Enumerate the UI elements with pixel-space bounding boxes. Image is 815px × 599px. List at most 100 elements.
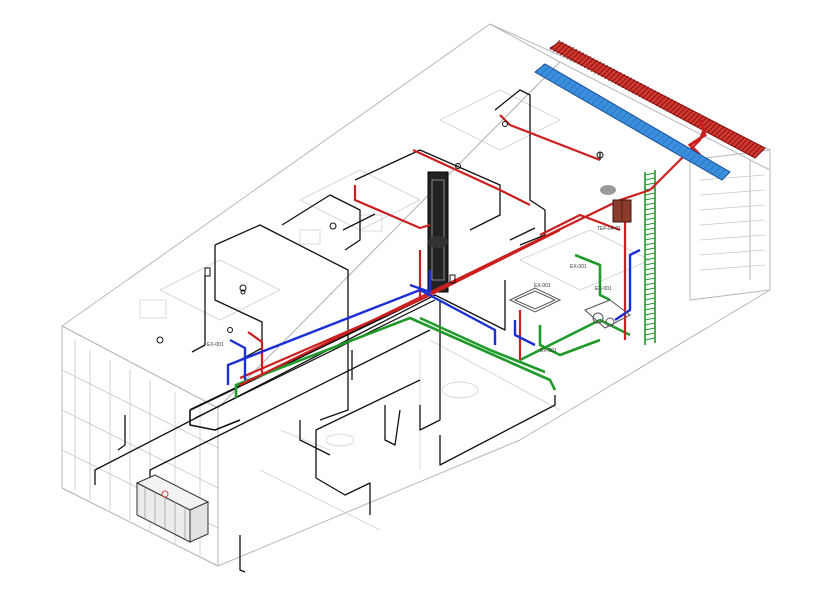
ladder-rung xyxy=(644,322,656,326)
cold-duct-rib xyxy=(591,96,600,105)
roof-hot-duct-drop xyxy=(687,119,707,157)
ladder-rung xyxy=(644,242,656,246)
drain-stub-1 xyxy=(342,213,376,231)
duct-rib xyxy=(559,45,571,56)
duct-rib xyxy=(553,41,564,53)
drain-lower-branch-6 xyxy=(384,405,401,446)
heater-box xyxy=(135,474,210,543)
hot-water-upper-branch-2 xyxy=(499,114,601,162)
small-fixtures xyxy=(156,121,604,344)
gas-branch-right xyxy=(519,318,631,362)
cold-duct-rib xyxy=(596,98,605,108)
duct-rib xyxy=(710,124,721,135)
duct-rib xyxy=(614,73,626,85)
ladder-rung xyxy=(644,227,656,231)
duct-rib xyxy=(594,63,605,74)
drain-stub-2 xyxy=(509,227,536,241)
duct-rib xyxy=(635,84,646,96)
cold-duct-rib xyxy=(577,88,587,97)
duct-rib xyxy=(580,55,592,67)
cold-duct-rib xyxy=(684,150,693,159)
cold-duct-rib xyxy=(605,104,614,113)
drain-main-riser xyxy=(189,410,241,431)
gas-branch-up xyxy=(574,253,611,302)
cold-duct-rib xyxy=(545,69,554,78)
ladder-rung xyxy=(644,272,656,276)
small-tags: EX-001 EX-001 EX-001 EX-001 EX-001 xyxy=(207,264,612,354)
duct-rib xyxy=(693,115,704,126)
drain-upper-outline-3 xyxy=(354,149,501,231)
drain-upper-outline-1 xyxy=(494,89,546,246)
cold-duct-rib xyxy=(712,166,721,175)
duct-rib xyxy=(563,46,574,58)
cold-water-main xyxy=(226,288,497,385)
duct-rib xyxy=(624,79,636,90)
drain-bottom-vertical xyxy=(239,535,246,573)
duct-rib xyxy=(648,91,660,103)
duct-rib xyxy=(751,145,762,157)
drain-room-outline-2 xyxy=(214,224,349,421)
ladder-rungs xyxy=(644,172,656,341)
equipment-tag: TEF-04-01 xyxy=(597,226,621,232)
cold-duct-rib xyxy=(675,144,684,154)
duct-rib xyxy=(720,129,732,141)
drain-lower-branch-4 xyxy=(315,379,421,515)
hot-water-upper-branch-3 xyxy=(412,149,531,206)
cold-duct-rib xyxy=(638,123,647,132)
duct-rib xyxy=(638,86,650,98)
cold-duct-rib xyxy=(624,115,633,124)
ladder-rung xyxy=(644,182,656,186)
duct-rib xyxy=(734,136,745,148)
ladder-rung xyxy=(644,267,656,271)
duct-rib xyxy=(689,113,701,125)
duct-rib xyxy=(741,140,752,152)
cold-water-branch-1 xyxy=(409,270,432,294)
duct-rib xyxy=(645,90,656,101)
roof-cold-duct xyxy=(534,63,731,181)
drain-waste-system xyxy=(94,89,601,573)
fixture-cluster-right xyxy=(508,287,631,329)
ladder-rung xyxy=(644,212,656,216)
duct-rib xyxy=(604,68,615,80)
cold-duct-rib xyxy=(642,125,652,135)
duct-rib xyxy=(652,93,663,105)
duct-rib xyxy=(706,122,718,134)
hot-water-fixture-branch xyxy=(247,331,264,375)
shell-bottom-edge xyxy=(61,487,219,567)
cold-water-system xyxy=(226,248,641,385)
ladder-rung xyxy=(644,302,656,306)
duct-rib xyxy=(659,97,670,108)
cold-duct-ribs xyxy=(535,63,731,181)
small-tag-1: EX-001 xyxy=(207,342,224,348)
cold-duct-rib xyxy=(698,158,707,167)
ladder-rung xyxy=(644,287,656,291)
cold-water-branch-2 xyxy=(513,320,536,347)
duct-rib xyxy=(556,43,568,54)
drain-left-vertical-2 xyxy=(191,275,206,353)
drain-long-diagonal xyxy=(94,280,506,485)
cold-duct-rib xyxy=(568,82,577,92)
duct-rib xyxy=(662,99,674,110)
cold-duct-rib xyxy=(633,120,642,129)
cold-water-branch-right xyxy=(614,248,641,321)
duct-rib xyxy=(727,133,738,144)
duct-rib xyxy=(703,120,715,132)
small-tag-4: EX-001 xyxy=(595,286,612,292)
hot-water-upper-branch xyxy=(353,185,431,230)
cold-duct-rib xyxy=(670,142,680,151)
cold-duct-rib xyxy=(656,134,666,143)
gas-branch-2 xyxy=(538,325,601,357)
cold-duct-rib xyxy=(628,117,638,127)
ladder-rung xyxy=(644,217,656,221)
ladder-rung xyxy=(644,317,656,321)
cold-duct-rib xyxy=(582,90,591,100)
ladder-rung xyxy=(644,172,656,176)
drain-left-vertical xyxy=(117,415,126,451)
ladder-rung xyxy=(644,232,656,236)
cold-duct-rib xyxy=(619,112,628,121)
cold-duct-rib xyxy=(554,74,563,83)
roof-hot-duct xyxy=(548,39,766,159)
ladder-rung xyxy=(644,297,656,301)
drain-room-outline-1 xyxy=(214,245,263,361)
